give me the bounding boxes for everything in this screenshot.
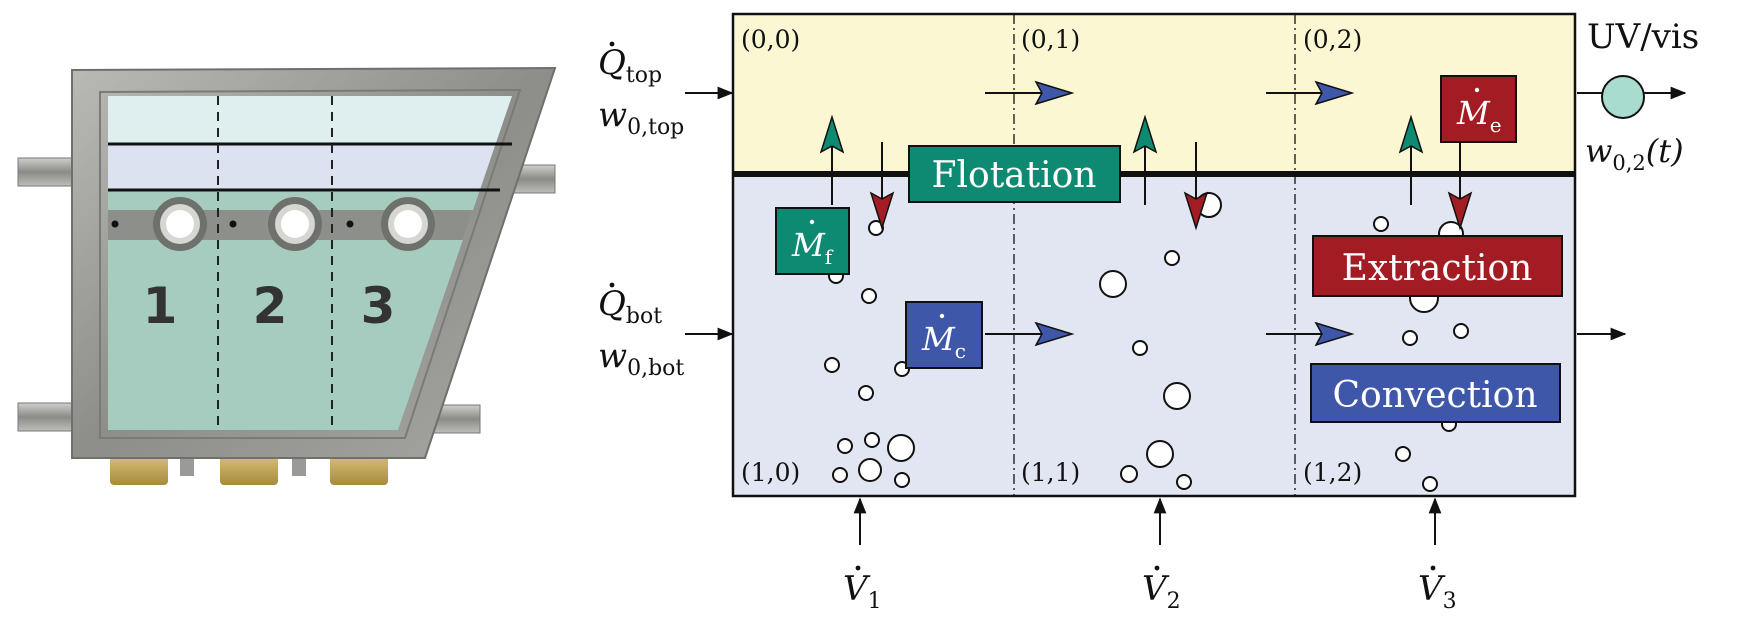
flotation-arrows: [819, 114, 1424, 205]
w-top-label: w0,top: [598, 95, 684, 140]
gas-flow-label: V3: [1418, 569, 1457, 614]
reactor-photo: 1 2 3: [17, 66, 557, 485]
gas-flow-label: V1: [843, 569, 882, 614]
cell-label: (1,0): [741, 458, 800, 487]
q-top-label: Qtop: [598, 43, 662, 88]
svg-text:Me: Me: [1456, 94, 1502, 137]
small-fitting: [180, 458, 194, 476]
extraction-box: [1312, 235, 1563, 297]
convection-label: Convection: [1332, 375, 1537, 416]
schematic: (0,0) (0,1) (0,2) (1,0) (1,1) (1,2): [598, 12, 1699, 614]
brass-fitting: [330, 455, 388, 485]
symbol-m: M: [791, 226, 826, 264]
mass-flow-mf: Mf: [775, 207, 850, 275]
port: [229, 197, 322, 251]
convection-box: [1310, 363, 1561, 423]
flotation-box: [908, 145, 1121, 203]
cell-label: (0,1): [1021, 25, 1080, 54]
symbol-m: M: [1456, 94, 1491, 132]
dot-accent: [1430, 565, 1436, 571]
symbol-m: M: [921, 320, 956, 358]
extraction-arrows: [869, 142, 1473, 231]
cell-label: (1,1): [1021, 458, 1080, 487]
compartment-number: 2: [253, 277, 288, 335]
reactor-outline: [731, 12, 1577, 498]
mass-flow-me: Me: [1440, 75, 1517, 143]
svg-text:Mf: Mf: [791, 226, 834, 269]
mass-flow-mc: Mc: [905, 301, 983, 369]
flow-arrow-head: [1314, 321, 1355, 347]
flow-arrow-head: [1034, 321, 1075, 347]
frame-inner: [99, 88, 522, 439]
port: [346, 197, 435, 251]
brass-fitting: [110, 455, 168, 485]
uvvis-label: UV/vis: [1587, 17, 1699, 57]
flow-arrow-head: [1034, 80, 1075, 106]
q-bot-label: Qbot: [598, 284, 662, 329]
brass-fitting: [220, 455, 278, 485]
gas-flow-label: V2: [1142, 569, 1181, 614]
glass-top: [108, 96, 512, 144]
pipe-left-top: [17, 157, 75, 187]
cell-label: (0,2): [1303, 25, 1362, 54]
extraction-label: Extraction: [1342, 248, 1533, 289]
dot-accent: [609, 282, 615, 288]
flow-arrows: [985, 80, 1355, 347]
dot-accent: [855, 565, 861, 571]
subscript: e: [1490, 113, 1502, 137]
compartment-number: 1: [143, 277, 178, 335]
dot-accent: [609, 41, 615, 47]
compartment-number: 3: [361, 277, 396, 335]
flow-arrow-head: [1314, 80, 1355, 106]
small-fitting: [292, 458, 306, 476]
dot-accent: [1154, 565, 1160, 571]
port: [111, 197, 207, 251]
uvvis-sensor: [1601, 75, 1645, 119]
subscript: f: [825, 245, 834, 269]
sensor-output-label: w0,2(t): [1585, 132, 1684, 175]
flotation-label: Flotation: [932, 155, 1097, 196]
w-bot-label: w0,bot: [598, 336, 684, 381]
pipe-left-bottom: [17, 402, 75, 432]
cell-label: (0,0): [741, 25, 800, 54]
top-phase-region: [108, 144, 512, 190]
cell-label: (1,2): [1303, 458, 1362, 487]
subscript: c: [955, 339, 966, 363]
svg-text:Mc: Mc: [921, 320, 966, 363]
